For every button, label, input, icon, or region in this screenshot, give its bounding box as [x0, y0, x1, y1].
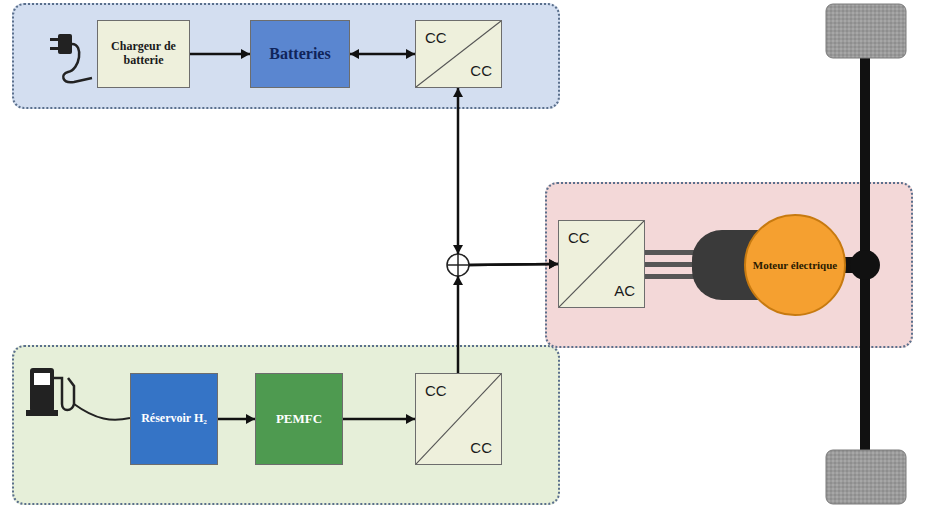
box-label: Batteries — [264, 45, 335, 63]
fuel-cell-box: PEMFC — [255, 373, 343, 465]
converter-label: CC — [425, 382, 447, 399]
connector-arrow — [343, 414, 415, 424]
box-label: Réservoir H₂ — [136, 412, 212, 426]
charger-box: Chargeur de batterie — [97, 20, 190, 88]
dc-ac-inverter-box: CC AC — [558, 220, 645, 308]
hydrogen-tank-box: Réservoir H₂ — [130, 373, 218, 465]
motor-circle: Moteur électrique — [744, 214, 846, 316]
connector-arrow — [453, 259, 558, 373]
connector-arrow — [190, 49, 250, 59]
connector-arrow — [218, 414, 255, 424]
dc-dc-converter-box: CC CC — [415, 20, 502, 88]
converter-label: CC — [568, 229, 590, 246]
connector-arrow — [453, 88, 558, 269]
converter-label: AC — [614, 282, 635, 299]
sum-junction — [447, 254, 469, 276]
converter-label: CC — [425, 29, 447, 46]
fuel-pump-icon — [26, 368, 130, 420]
battery-box: Batteries — [250, 20, 350, 88]
dc-dc-converter-box: CC CC — [415, 373, 502, 465]
converter-label: CC — [470, 439, 492, 456]
plug-icon — [50, 34, 92, 82]
box-label: Moteur électrique — [748, 259, 842, 272]
box-label: Chargeur de batterie — [98, 40, 189, 68]
converter-label: CC — [470, 62, 492, 79]
connector-arrow — [350, 49, 415, 59]
box-label: PEMFC — [271, 412, 327, 427]
